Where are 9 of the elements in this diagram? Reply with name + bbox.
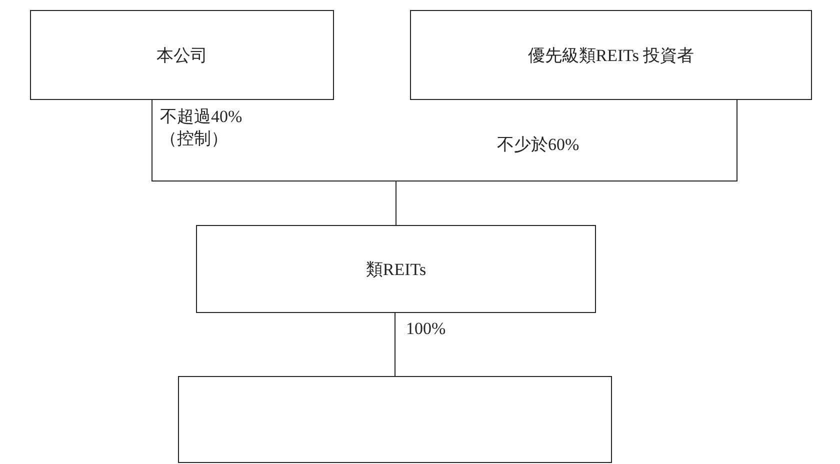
- entity-box: [196, 225, 596, 313]
- edge-label: 不少於60%: [497, 134, 580, 156]
- node-text: 優先級類REITs 投資者: [528, 44, 694, 66]
- node-text: 類REITs: [366, 258, 426, 280]
- entity-box: [30, 10, 334, 100]
- connector-line: [394, 312, 396, 376]
- entity-box: [410, 10, 812, 100]
- empty-box: [178, 376, 612, 463]
- node-text: 本公司: [156, 44, 208, 66]
